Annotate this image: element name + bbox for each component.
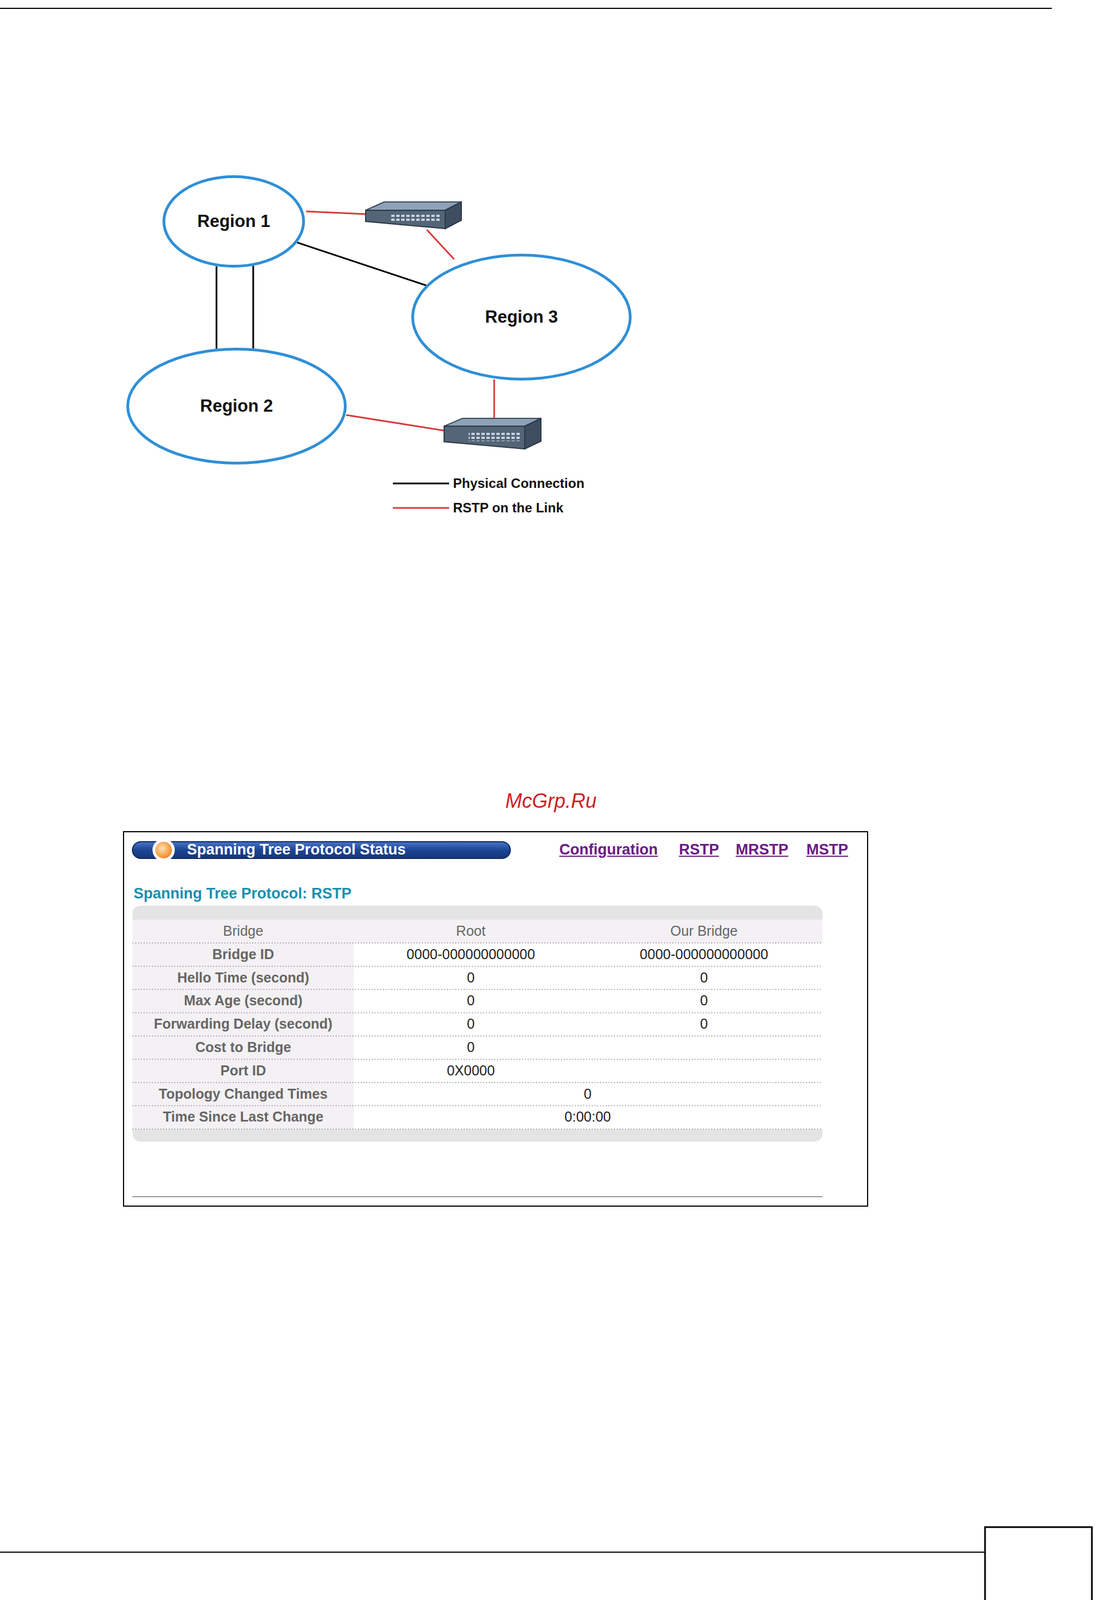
row-label: Hello Time (second)	[176, 970, 309, 987]
legend-text: Physical Connection	[453, 476, 585, 491]
ellipse-shape	[164, 176, 304, 267]
table-cell: 0000-000000000000	[639, 947, 769, 963]
row-label: Forwarding Delay (second)	[154, 1016, 333, 1033]
column-header: Bridge	[223, 923, 264, 940]
physical-connection	[297, 242, 427, 286]
legend-sample	[392, 483, 450, 485]
table-value-area	[353, 943, 823, 1130]
legend-sample	[392, 507, 450, 510]
row-separator	[132, 942, 823, 944]
table-head	[132, 919, 823, 944]
screenshot-frame	[123, 831, 868, 1207]
row-separator	[132, 1059, 823, 1061]
title-ball	[155, 842, 172, 859]
footer-rule	[0, 1552, 986, 1554]
header-rule	[0, 7, 1052, 9]
row-separator	[132, 1035, 823, 1037]
row-label: Port ID	[220, 1063, 267, 1080]
table-cell: 0	[466, 993, 475, 1010]
page-number-box	[985, 1527, 1092, 1600]
physical-connection	[215, 266, 218, 349]
row-separator	[132, 1012, 823, 1014]
panel-rule	[132, 1196, 823, 1198]
table-cell: 0	[700, 970, 708, 987]
column-header: Our Bridge	[670, 923, 738, 940]
legend-text: RSTP on the Link	[453, 500, 564, 516]
table-label-column	[132, 943, 354, 1130]
nav-link: RSTP	[678, 842, 720, 859]
title-bar	[132, 842, 511, 859]
table-cell: 0	[700, 1016, 708, 1033]
row-label: Cost to Bridge	[195, 1040, 292, 1056]
nav-link: MRSTP	[735, 842, 789, 859]
section-heading: Spanning Tree Protocol: RSTP	[133, 885, 352, 903]
panel-title: Spanning Tree Protocol Status	[186, 842, 406, 859]
region-label: Region 3	[485, 307, 559, 328]
table-cell: 0X0000	[446, 1063, 495, 1080]
region-label: Region 1	[197, 211, 271, 232]
region-ellipse: Region 3	[411, 253, 632, 381]
physical-connection	[252, 266, 255, 349]
row-separator	[132, 989, 823, 991]
title-ball-ring	[152, 839, 175, 862]
switch-icon	[365, 202, 462, 229]
row-separators	[132, 943, 823, 1130]
watermark: McGrp.Ru	[505, 790, 597, 813]
table-cell: 0	[466, 1040, 475, 1056]
ellipse-shape	[127, 349, 346, 464]
row-label: Max Age (second)	[183, 993, 303, 1010]
row-label: Time Since Last Change	[163, 1110, 324, 1126]
ellipse-shape	[412, 255, 631, 380]
row-separator	[132, 1129, 823, 1131]
row-label: Topology Changed Times	[158, 1086, 328, 1103]
table-cell: 0	[466, 1016, 475, 1033]
row-separator	[132, 1105, 823, 1107]
nav-link: MSTP	[806, 842, 849, 859]
table-cell: 0	[583, 1086, 592, 1103]
table-cell: 0	[466, 970, 475, 987]
row-separator	[132, 966, 823, 968]
column-header: Root	[456, 923, 486, 940]
region-ellipse: Region 1	[162, 175, 305, 268]
table-cell: 0	[700, 993, 708, 1010]
row-label: Bridge ID	[212, 947, 274, 963]
nav-link: Configuration	[559, 842, 658, 859]
region-label: Region 2	[200, 396, 274, 417]
table-cell: 0000-000000000000	[406, 947, 536, 963]
switch-icon	[444, 418, 541, 450]
table-cell: 0:00:00	[564, 1110, 611, 1126]
region-ellipse: Region 2	[126, 347, 347, 465]
table-frame	[132, 906, 823, 1142]
row-separator	[132, 1082, 823, 1084]
